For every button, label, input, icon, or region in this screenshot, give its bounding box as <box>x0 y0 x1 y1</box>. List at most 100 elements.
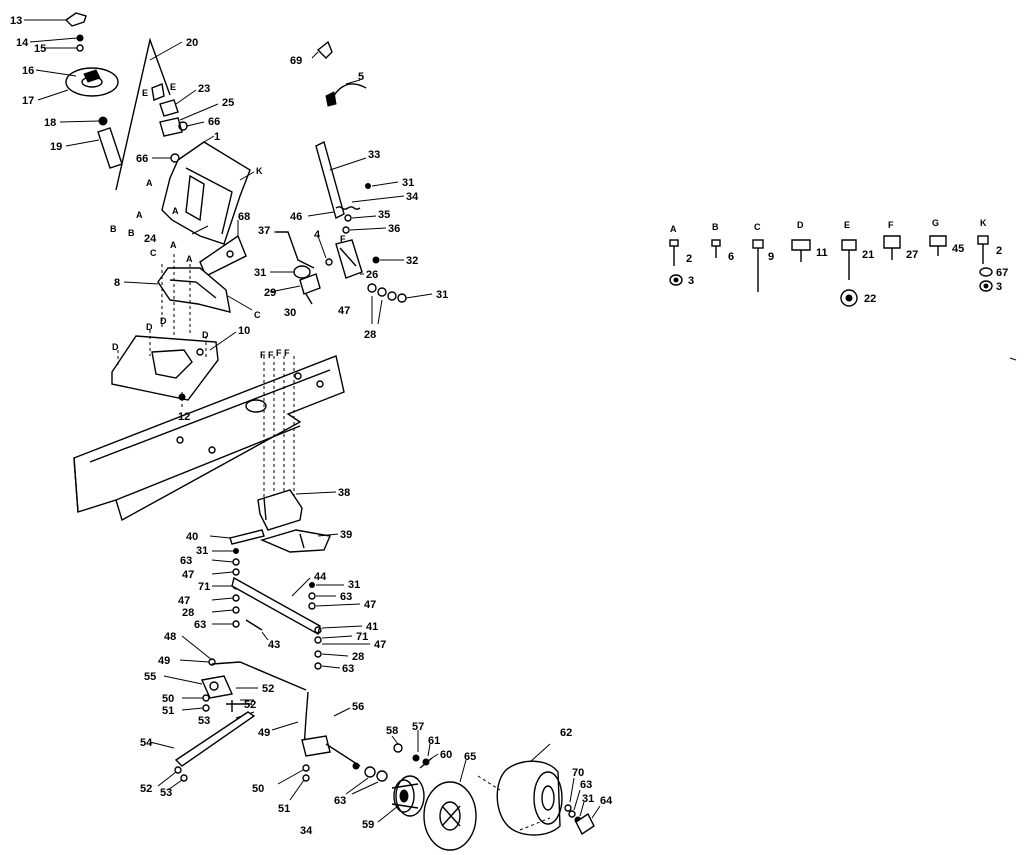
callout-69: 69 <box>290 55 302 67</box>
callout-18: 18 <box>44 117 56 129</box>
letter-d3: D <box>202 330 209 340</box>
washer-15 <box>76 44 84 52</box>
axle-bracket-group <box>209 489 339 553</box>
legend-header-e: E <box>844 220 850 230</box>
washer-36 <box>342 226 350 234</box>
legend-header-c: C <box>754 222 761 232</box>
letter-b1: B <box>110 224 117 234</box>
frame-rail <box>73 355 345 522</box>
bushing-31b <box>293 265 311 279</box>
letter-d2: D <box>160 316 167 326</box>
callout-62: 62 <box>560 727 572 739</box>
callout-14: 14 <box>16 37 29 49</box>
letter-keys: E E A K B B A C A A C D D D D F F F F F … <box>110 82 346 360</box>
legend-f-27: 27 <box>906 249 918 261</box>
callout-39: 39 <box>340 529 352 541</box>
legend-k-2: 2 <box>996 245 1002 257</box>
legend-header-k: K <box>980 218 987 228</box>
callout-50a: 50 <box>162 693 174 705</box>
callout-63f: 63 <box>580 779 592 791</box>
cap-64 <box>575 812 595 836</box>
callout-71a: 71 <box>198 581 210 593</box>
axle-54 <box>174 711 256 767</box>
washer-35 <box>344 214 352 222</box>
callout-32: 32 <box>406 255 418 267</box>
callout-25: 25 <box>222 97 234 109</box>
bracket-38 <box>257 489 303 531</box>
bolt-40 <box>229 529 265 545</box>
letter-c2: C <box>254 310 261 320</box>
callout-38: 38 <box>338 487 350 499</box>
legend-header-g: G <box>932 218 939 228</box>
callout-52a: 52 <box>262 683 274 695</box>
callout-47c: 47 <box>178 595 190 607</box>
legend-c-9: 9 <box>768 251 774 263</box>
callout-43: 43 <box>268 639 280 651</box>
shaft-bolt-e <box>151 83 165 101</box>
hardware-legend <box>669 235 993 307</box>
callout-47b: 47 <box>182 569 194 581</box>
callout-50b: 50 <box>252 783 264 795</box>
callout-66a: 66 <box>208 116 220 128</box>
dash-console-1 <box>161 141 251 245</box>
letter-b2: B <box>128 228 135 238</box>
bushing-18 <box>98 116 108 126</box>
callout-49a: 49 <box>158 655 170 667</box>
callout-63c: 63 <box>340 591 352 603</box>
washer-58 <box>393 743 403 753</box>
callout-65: 65 <box>464 751 476 763</box>
callout-5: 5 <box>358 71 364 83</box>
callout-23: 23 <box>198 83 210 95</box>
letter-a4: A <box>186 254 193 264</box>
callout-29: 29 <box>264 287 276 299</box>
bracket-8 <box>157 267 231 313</box>
spindle-55 <box>200 675 234 699</box>
letter-e1: E <box>142 88 148 98</box>
legend-header-b: B <box>712 222 719 232</box>
callout-4: 4 <box>314 229 321 241</box>
callout-31d: 31 <box>196 545 208 557</box>
callout-63e: 63 <box>334 795 346 807</box>
wheel-rim-65 <box>423 781 477 851</box>
letter-a1: A <box>146 178 153 188</box>
callout-61: 61 <box>428 735 440 747</box>
tractor-frame <box>73 355 345 522</box>
plate-39 <box>259 529 331 553</box>
callout-34b: 34 <box>300 825 313 837</box>
letter-a2: A <box>136 210 143 220</box>
callout-28b: 28 <box>182 607 194 619</box>
legend-d-11: 11 <box>816 247 828 259</box>
callout-49b: 49 <box>258 727 270 739</box>
legend-e-22: 22 <box>864 293 876 305</box>
callout-24: 24 <box>144 233 157 245</box>
callout-10: 10 <box>238 325 250 337</box>
legend-a-2: 2 <box>686 253 692 265</box>
callout-31b: 31 <box>254 267 266 279</box>
drag-link-44 <box>231 576 321 636</box>
part-69 <box>316 40 333 59</box>
callout-1: 1 <box>214 131 220 143</box>
callout-71b: 71 <box>356 631 368 643</box>
washer-4 <box>325 258 333 266</box>
callout-19: 19 <box>50 141 62 153</box>
callout-33: 33 <box>368 149 380 161</box>
letter-f4: F <box>284 348 290 358</box>
callout-35: 35 <box>378 209 390 221</box>
callout-44: 44 <box>314 571 327 583</box>
callout-34a: 34 <box>406 191 419 203</box>
callout-47d: 47 <box>364 599 376 611</box>
callout-20: 20 <box>186 37 198 49</box>
callout-31f: 31 <box>582 793 594 805</box>
callout-13: 13 <box>10 15 22 27</box>
bushing-29 <box>299 273 321 295</box>
tie-rod-48 <box>211 661 307 691</box>
wheel-insert-17 <box>83 69 101 83</box>
callout-52c: 52 <box>140 783 152 795</box>
rod-37 <box>276 231 315 269</box>
callout-31e: 31 <box>348 579 360 591</box>
pin-43 <box>245 619 263 631</box>
callout-40: 40 <box>186 531 198 543</box>
callout-12: 12 <box>178 411 190 423</box>
letter-f2: F <box>268 350 274 360</box>
legend-b-6: 6 <box>728 251 734 263</box>
